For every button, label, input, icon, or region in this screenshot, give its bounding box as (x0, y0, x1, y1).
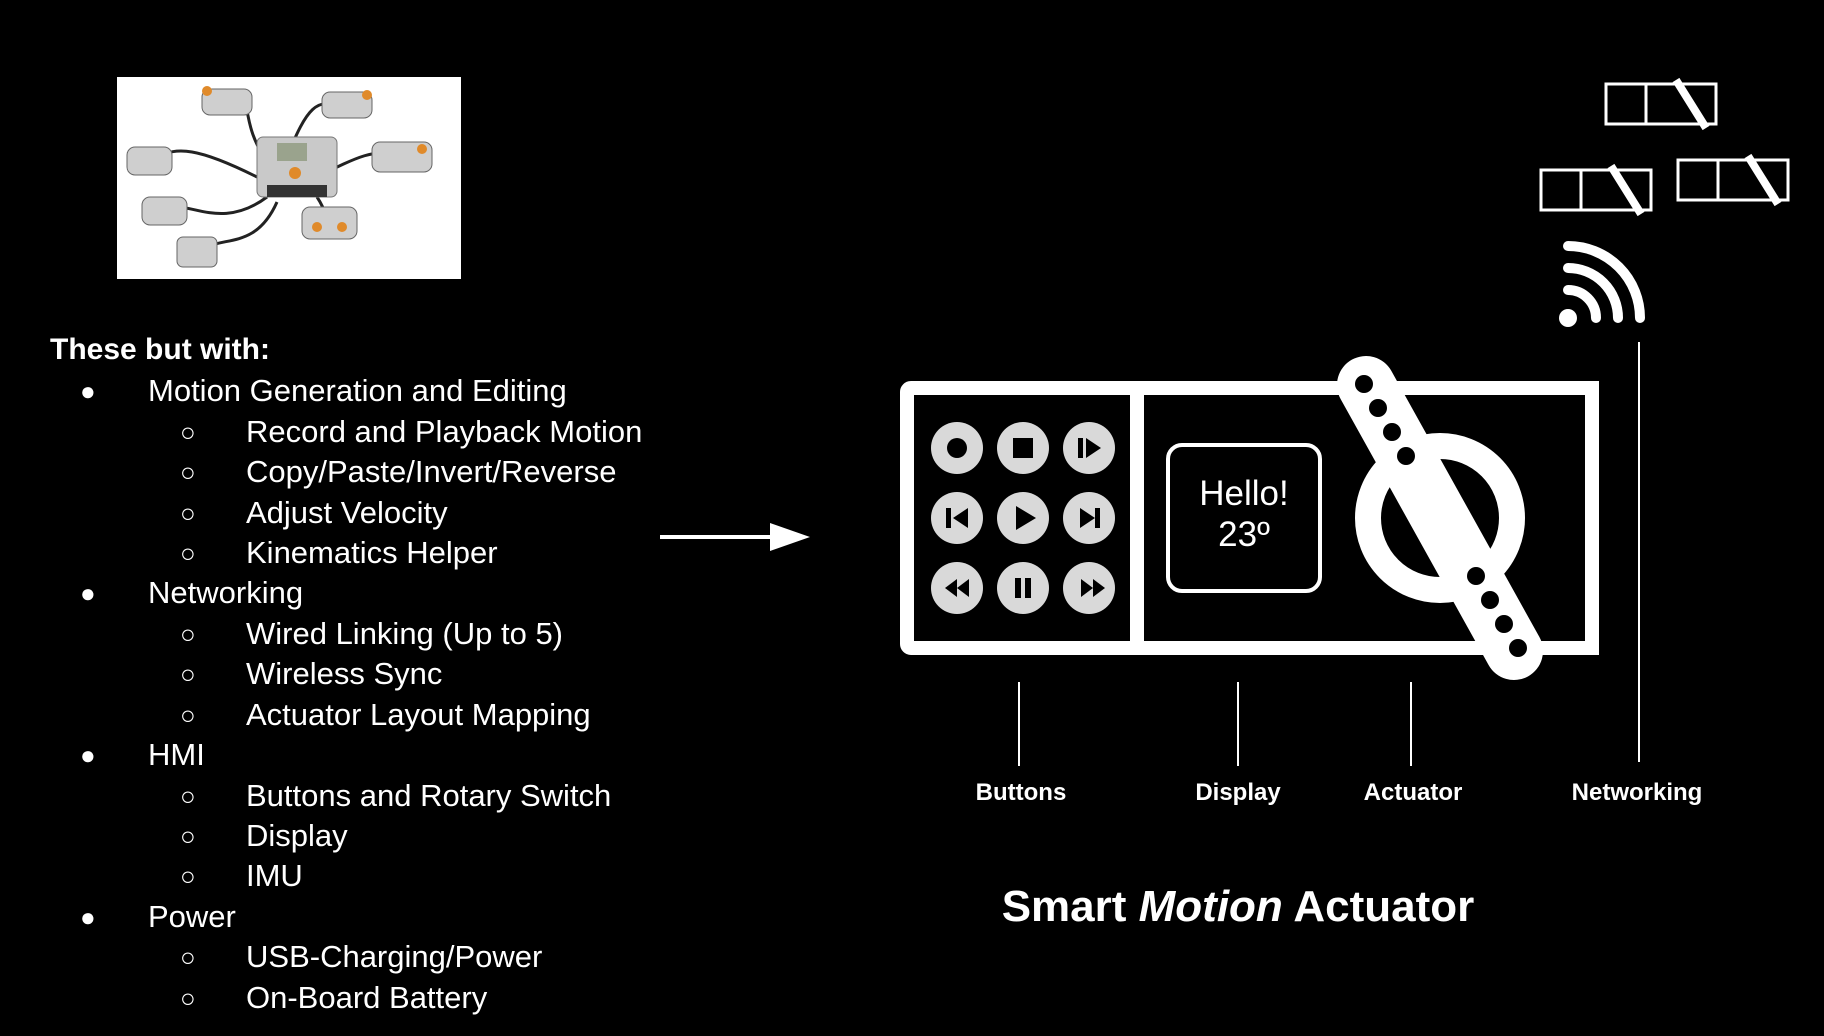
linked-actuator-icon (1604, 77, 1718, 131)
stop-icon (1013, 438, 1033, 458)
list-item: ●Power (80, 899, 236, 934)
skip-forward-icon (1080, 508, 1100, 528)
linked-actuator-icon (1676, 153, 1790, 207)
list-item: ○USB-Charging/Power (180, 939, 543, 974)
label-buttons: Buttons (975, 779, 1067, 806)
list-item: ○Adjust Velocity (180, 495, 448, 530)
linked-actuator-icon (1539, 163, 1653, 217)
list-item: ○Wireless Sync (180, 656, 443, 691)
display-screen (1166, 443, 1322, 593)
list-item: ●HMI (80, 737, 205, 772)
display-temperature: 23º (1218, 515, 1270, 554)
list-item: ○Display (180, 818, 348, 853)
diagram-title: Smart Motion Actuator (1001, 882, 1475, 931)
display-greeting: Hello! (1199, 474, 1289, 513)
list-item: ○Copy/Paste/Invert/Reverse (180, 454, 617, 489)
list-item: ●Networking (80, 575, 304, 610)
rewind-icon (945, 579, 969, 597)
label-actuator: Actuator (1363, 779, 1463, 806)
list-item: ○On-Board Battery (180, 980, 488, 1015)
step-forward-icon (1078, 438, 1101, 458)
play-icon (1016, 506, 1036, 530)
label-networking: Networking (1571, 779, 1703, 806)
fast-forward-icon (1081, 579, 1105, 597)
list-item: ○Kinematics Helper (180, 535, 498, 570)
list-item: ○Buttons and Rotary Switch (180, 778, 612, 813)
actuator-servo (1337, 356, 1543, 680)
pause-icon (1015, 578, 1031, 598)
pause-button[interactable] (997, 562, 1049, 614)
label-display: Display (1195, 779, 1281, 806)
arrow-right-icon (660, 523, 810, 551)
list-item: ●Motion Generation and Editing (80, 373, 567, 408)
wifi-icon (1559, 241, 1645, 327)
list-item: ○Record and Playback Motion (180, 414, 643, 449)
list-item: ○Wired Linking (Up to 5) (180, 616, 564, 651)
list-item: ○Actuator Layout Mapping (180, 697, 591, 732)
list-item: ○IMU (180, 858, 303, 893)
record-icon (947, 438, 967, 458)
feature-list-heading: These but with: (50, 333, 270, 366)
robot-kit-photo (117, 77, 461, 279)
display-text: Hello! 23º (1168, 473, 1320, 555)
skip-back-icon (946, 508, 968, 528)
